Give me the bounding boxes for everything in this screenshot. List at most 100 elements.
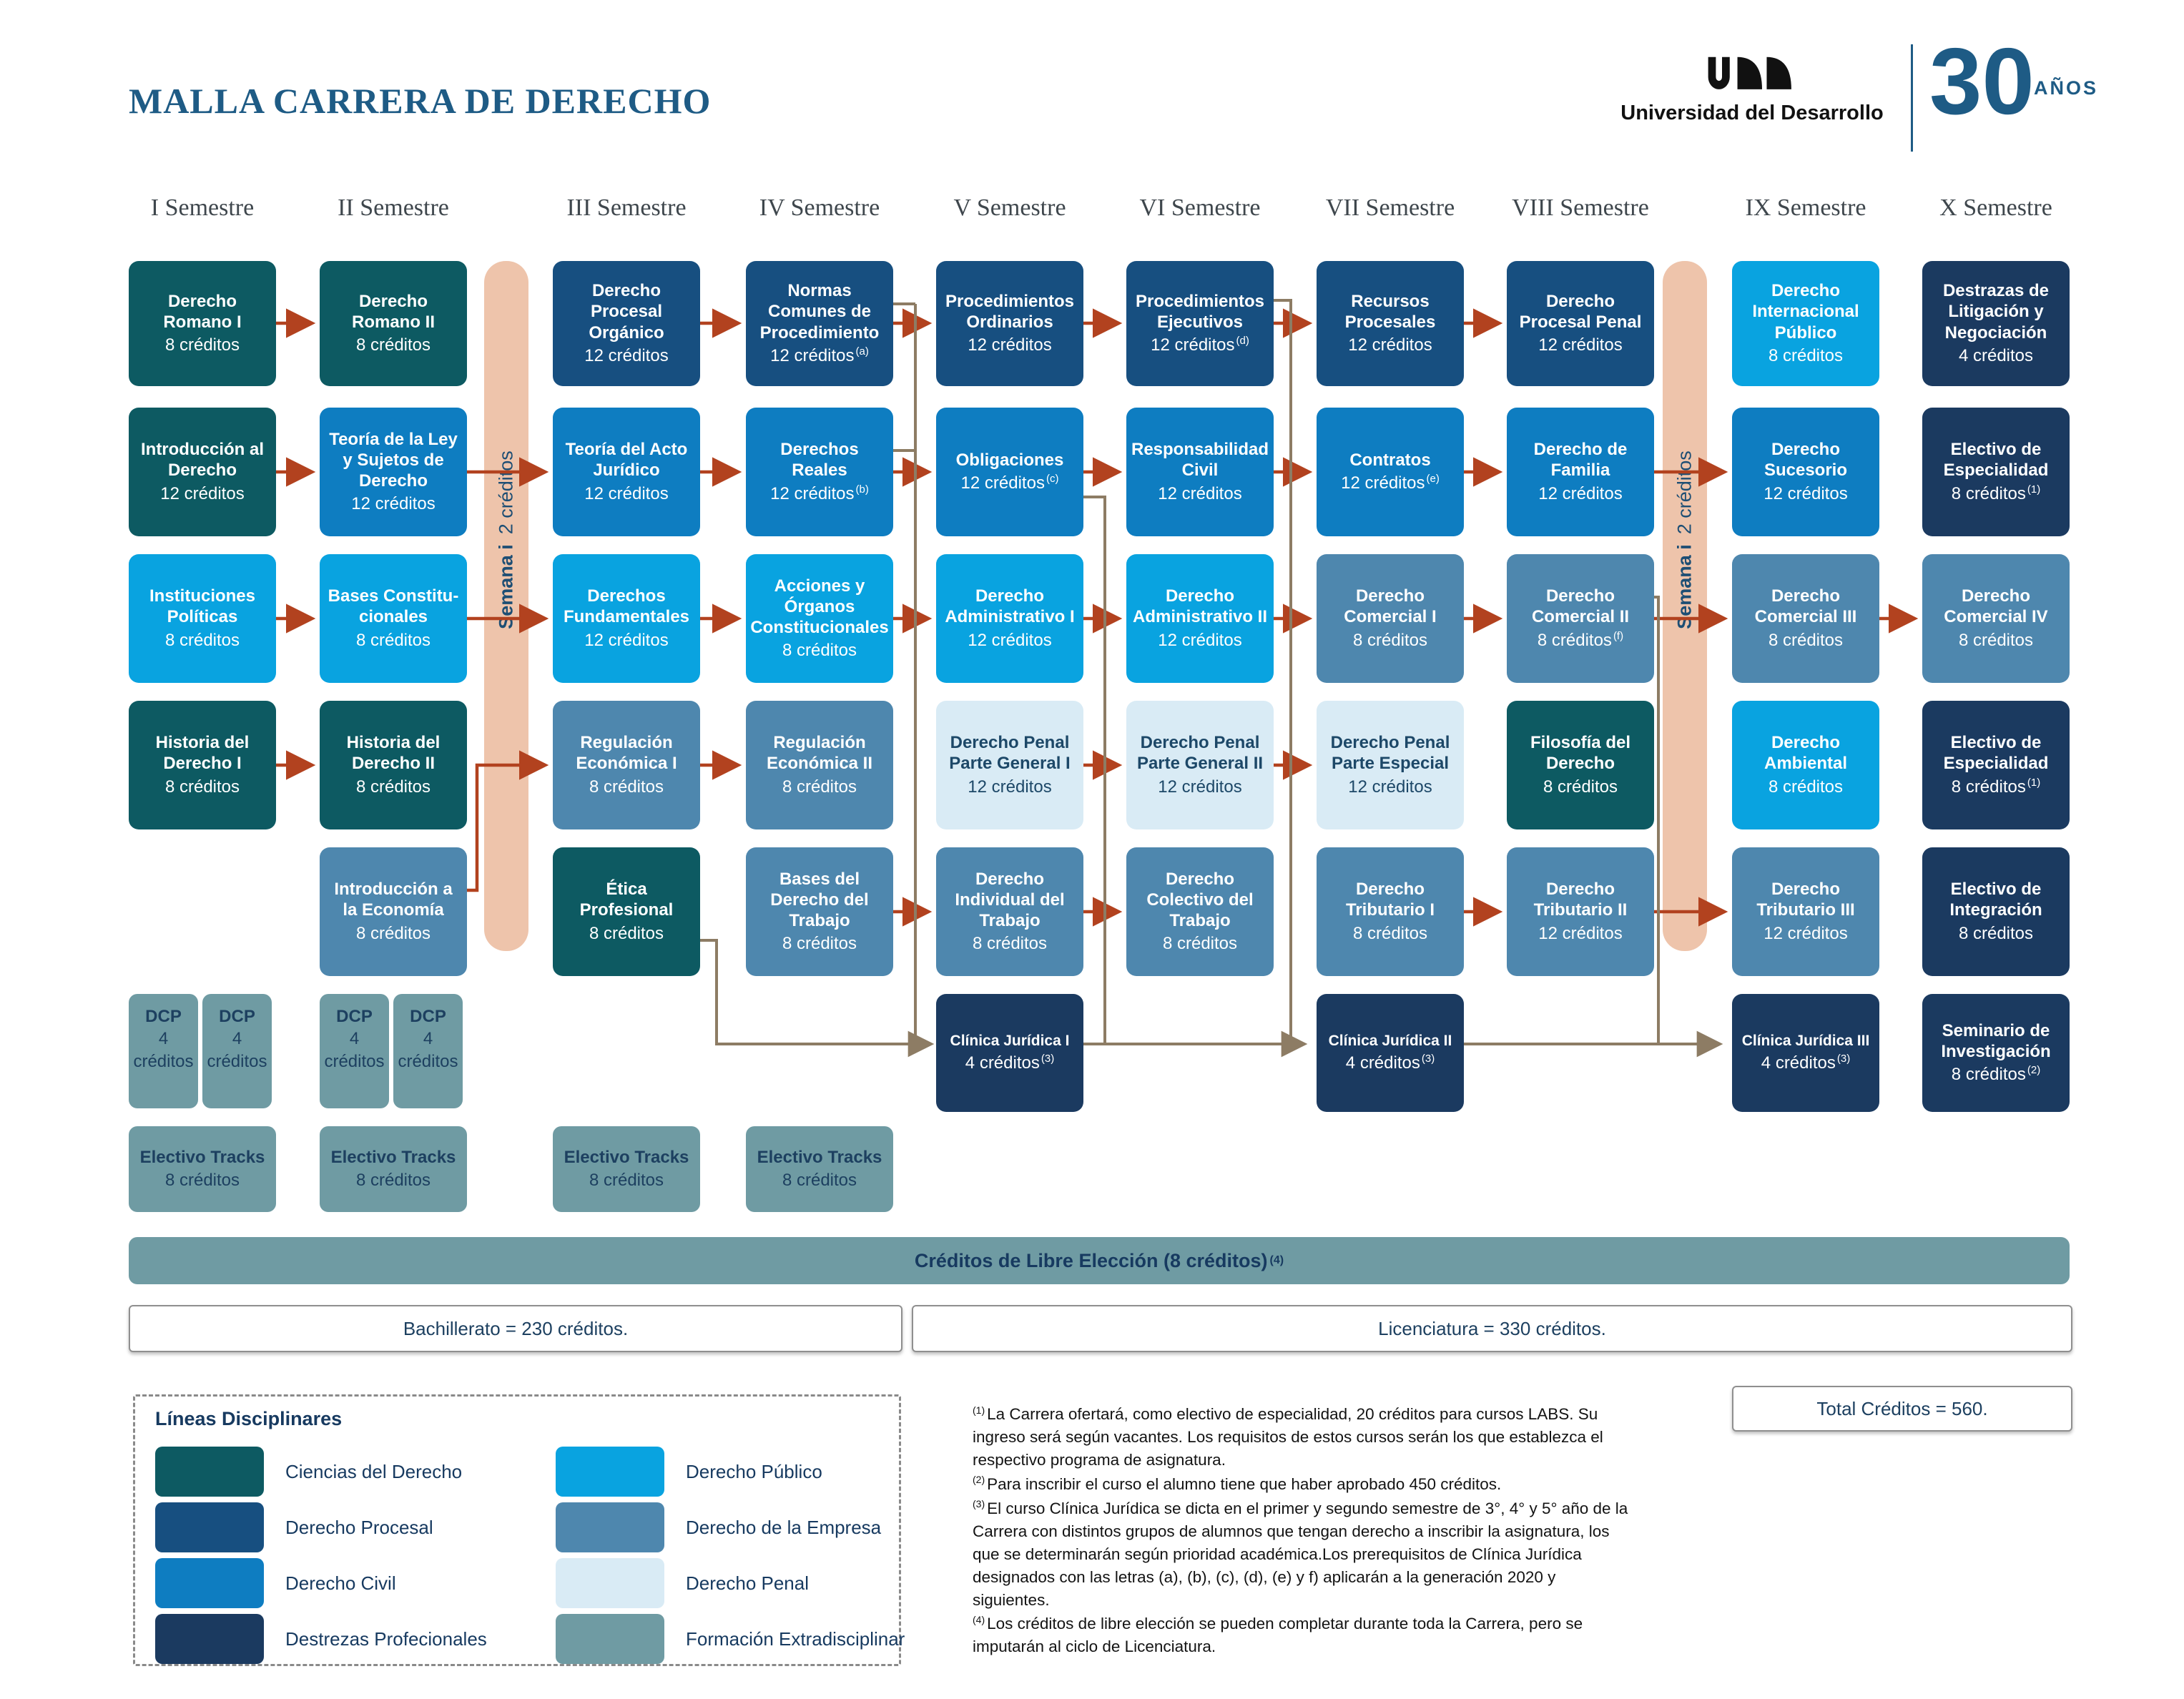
- sem-header-6: VI Semestre: [1139, 194, 1261, 221]
- legend-swatch-empresa: [556, 1502, 664, 1552]
- total-creditos-box: Total Créditos = 560.: [1732, 1386, 2072, 1432]
- udd-brand-text: Universidad del Desarrollo: [1620, 102, 1884, 124]
- logo-divider: [1911, 44, 1913, 152]
- semana-i-label: Semana i2 créditos: [495, 450, 517, 629]
- udd-logo-icon: [1708, 56, 1791, 89]
- semana-i-label: Semana i2 créditos: [1673, 450, 1696, 629]
- sem-header-2: II Semestre: [338, 194, 449, 221]
- licenciatura-box: Licenciatura = 330 créditos.: [912, 1305, 2072, 1352]
- sem-header-4: IV Semestre: [759, 194, 880, 221]
- sem-header-10: X Semestre: [1939, 194, 2052, 221]
- legend-item: Derecho Civil: [155, 1558, 396, 1608]
- legend-item: Derecho Procesal: [155, 1502, 433, 1552]
- legend-item: Derecho Penal: [556, 1558, 809, 1608]
- sem-header-3: III Semestre: [566, 194, 687, 221]
- footnote-1: (1)La Carrera ofertará, como electivo de…: [973, 1404, 1603, 1469]
- sem-header-5: V Semestre: [953, 194, 1066, 221]
- logo-anos: AÑOS: [2034, 77, 2099, 99]
- footnote-3: (3)El curso Clínica Jurídica se dicta en…: [973, 1498, 1628, 1609]
- sem-header-9: IX Semestre: [1745, 194, 1866, 221]
- legend-title: Líneas Disciplinares: [155, 1408, 343, 1429]
- semana-i-bar-2: Semana i2 créditos: [1663, 261, 1707, 951]
- legend-swatch-procesal: [155, 1502, 264, 1552]
- udd-logo: Universidad del Desarrollo 30 AÑOS: [1602, 29, 2102, 157]
- legend-lineas-disciplinares: Líneas Disciplinares Ciencias del Derech…: [133, 1394, 905, 1666]
- legend-item: Ciencias del Derecho: [155, 1447, 462, 1497]
- legend-swatch-penal: [556, 1558, 664, 1608]
- legend-item: Derecho de la Empresa: [556, 1502, 881, 1552]
- logo-30: 30: [1929, 29, 2035, 134]
- sem-header-1: I Semestre: [150, 194, 255, 221]
- page-title: MALLA CARRERA DE DERECHO: [129, 81, 712, 121]
- legend-swatch-publico: [556, 1447, 664, 1497]
- legend-swatch-civil: [155, 1558, 264, 1608]
- legend-swatch-destrezas: [155, 1614, 264, 1664]
- sem-header-8: VIII Semestre: [1512, 194, 1649, 221]
- sem-header-7: VII Semestre: [1325, 194, 1455, 221]
- legend-swatch-extradisciplinar: [556, 1614, 664, 1664]
- bachillerato-box: Bachillerato = 230 créditos.: [129, 1305, 902, 1352]
- legend-item: Formación Extradisciplinar: [556, 1614, 905, 1664]
- footnote-2: (2)Para inscribir el curso el alumno tie…: [973, 1474, 1502, 1493]
- semana-i-bar-1: Semana i2 créditos: [484, 261, 528, 951]
- legend-item: Derecho Público: [556, 1447, 822, 1497]
